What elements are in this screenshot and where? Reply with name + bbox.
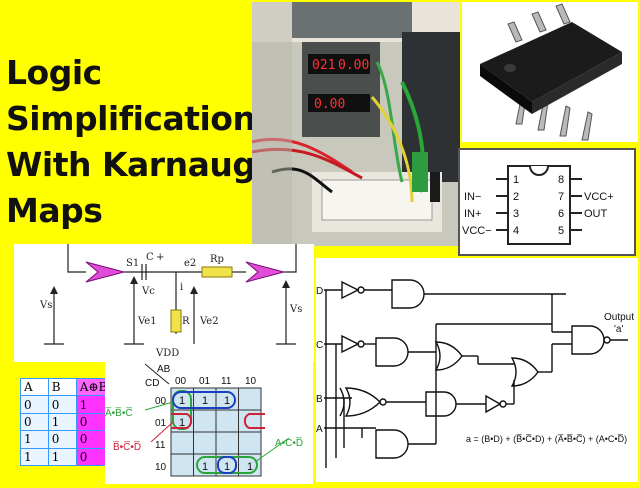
chip-pins	[507, 3, 593, 141]
header-b: B	[47, 377, 77, 397]
kmap-cell: 1	[179, 417, 185, 429]
boolean-equation: a = (B•D) + (B̅•C̅•D) + (A̅•B̅•C̅) + (A•…	[466, 434, 627, 444]
pin-label-vcc-plus: VCC+	[584, 191, 614, 203]
pin-label-out: OUT	[584, 208, 608, 220]
buffer-right	[245, 261, 286, 283]
label-r: R	[182, 316, 190, 327]
chip-body-top	[480, 22, 622, 102]
pin-num-7: 7	[558, 191, 564, 203]
kmap-term-left-2: B̅•C̅•D̅	[113, 441, 141, 453]
cell: 0	[47, 430, 77, 449]
label-rp: Rp	[210, 254, 224, 265]
group-red-left	[171, 413, 193, 429]
kmap-ab-label: AB	[157, 364, 171, 375]
label-s1: S1	[126, 258, 139, 269]
kmap-col-11: 11	[221, 376, 232, 387]
kmap-cell: 1	[202, 395, 208, 407]
kmap-col-10: 10	[245, 376, 257, 387]
cell: 1	[47, 447, 77, 467]
lab-photo-drawing: 021 0.00 0.00	[252, 2, 460, 246]
pin-label-in-minus: IN−	[464, 191, 481, 203]
cell: 0	[47, 395, 77, 414]
lab-photo: 021 0.00 0.00	[252, 2, 460, 246]
buffer-left	[85, 261, 126, 283]
title-line-4: Maps	[6, 191, 103, 230]
label-ve1: Ve1	[137, 316, 157, 327]
kmap-drawing: AB CD 00 01 11 10 00 01 11 10 1 1 1 1	[105, 363, 303, 477]
cell: 1	[20, 430, 49, 449]
label-vc: Vc	[141, 286, 155, 297]
pin-label-vcc-minus: VCC−	[462, 225, 492, 237]
pin-num-4: 4	[513, 225, 519, 237]
pin-num-2: 2	[513, 191, 519, 203]
amplifier-circuit: S1 C + Vc e2 Rp Vs Ve1 R Ve2 VDD Vs i	[14, 244, 314, 362]
pinout-drawing: 1 2 3 4 8 7 6 5 IN− IN+ VCC− VCC+ OUT	[462, 165, 614, 245]
chip-image	[462, 2, 638, 142]
chip-drawing	[480, 3, 622, 141]
group-blue-top	[172, 391, 236, 409]
pin-num-8: 8	[558, 174, 564, 186]
output-sub: 'a'	[614, 324, 623, 335]
pin-label-in-plus: IN+	[464, 208, 481, 220]
kmap-col-00: 00	[175, 376, 187, 387]
cell: 1	[20, 447, 49, 467]
karnaugh-map: AB CD 00 01 11 10 00 01 11 10 1 1 1 1	[105, 362, 313, 484]
pin-num-6: 6	[558, 208, 564, 220]
resistor-rp	[201, 266, 233, 278]
kmap-row-11: 11	[155, 440, 166, 451]
logic-drawing: D C B A Output 'a'	[316, 279, 634, 468]
output-label: Output	[604, 312, 634, 323]
logic-circuit: D C B A Output 'a'	[316, 258, 638, 482]
input-b: B	[316, 394, 323, 405]
label-c: C	[146, 252, 154, 263]
label-e2: e2	[184, 258, 196, 269]
ic-body	[507, 165, 571, 245]
input-d: D	[316, 286, 323, 297]
label-vs-right: Vs	[289, 304, 302, 315]
kmap-cell: 1	[224, 395, 230, 407]
opamp-pinout: 1 2 3 4 8 7 6 5 IN− IN+ VCC− VCC+ OUT	[458, 148, 636, 256]
input-a: A	[316, 424, 323, 435]
title-line-3: With Karnaugh	[6, 145, 279, 184]
input-c: C	[316, 340, 323, 351]
kmap-cell: 1	[224, 461, 230, 473]
title-block: Logic Simplification With Karnaugh Maps	[6, 50, 296, 234]
kmap-cd-label: CD	[145, 378, 159, 389]
kmap-term-right: A•C•D̅	[275, 437, 303, 449]
display-2: 0.00	[338, 58, 369, 73]
pin-num-3: 3	[513, 208, 519, 220]
title-line-1: Logic	[6, 53, 102, 92]
cell: 1	[47, 412, 77, 432]
cell: 0	[20, 395, 49, 414]
label-vs-left: Vs	[39, 300, 52, 311]
title-line-2: Simplification	[6, 99, 256, 138]
group-red-right	[243, 413, 265, 429]
table-row: 1 1 0	[20, 447, 139, 467]
resistor-r	[170, 309, 182, 333]
label-vdd: VDD	[155, 348, 179, 359]
pin-num-1: 1	[513, 174, 519, 186]
header-a: A	[20, 377, 49, 397]
label-ve2: Ve2	[199, 316, 219, 327]
kmap-term-left-1: A̅•B̅•C̅	[105, 407, 133, 419]
cell: 0	[20, 412, 49, 432]
kmap-cell: 1	[202, 461, 208, 473]
display-3: 0.00	[314, 97, 345, 112]
label-i: i	[180, 282, 183, 293]
group-blue-bottom	[217, 456, 237, 474]
display-1: 021	[312, 58, 335, 73]
kmap-col-01: 01	[199, 376, 211, 387]
label-plus: +	[156, 252, 164, 263]
pin-num-5: 5	[558, 225, 564, 237]
kmap-cell: 1	[179, 395, 185, 407]
kmap-row-00: 00	[155, 396, 167, 407]
kmap-row-10: 10	[155, 462, 167, 473]
kmap-row-01: 01	[155, 418, 167, 429]
circuit-drawing: S1 C + Vc e2 Rp Vs Ve1 R Ve2 VDD Vs i	[39, 244, 302, 359]
kmap-cell: 1	[247, 461, 253, 473]
